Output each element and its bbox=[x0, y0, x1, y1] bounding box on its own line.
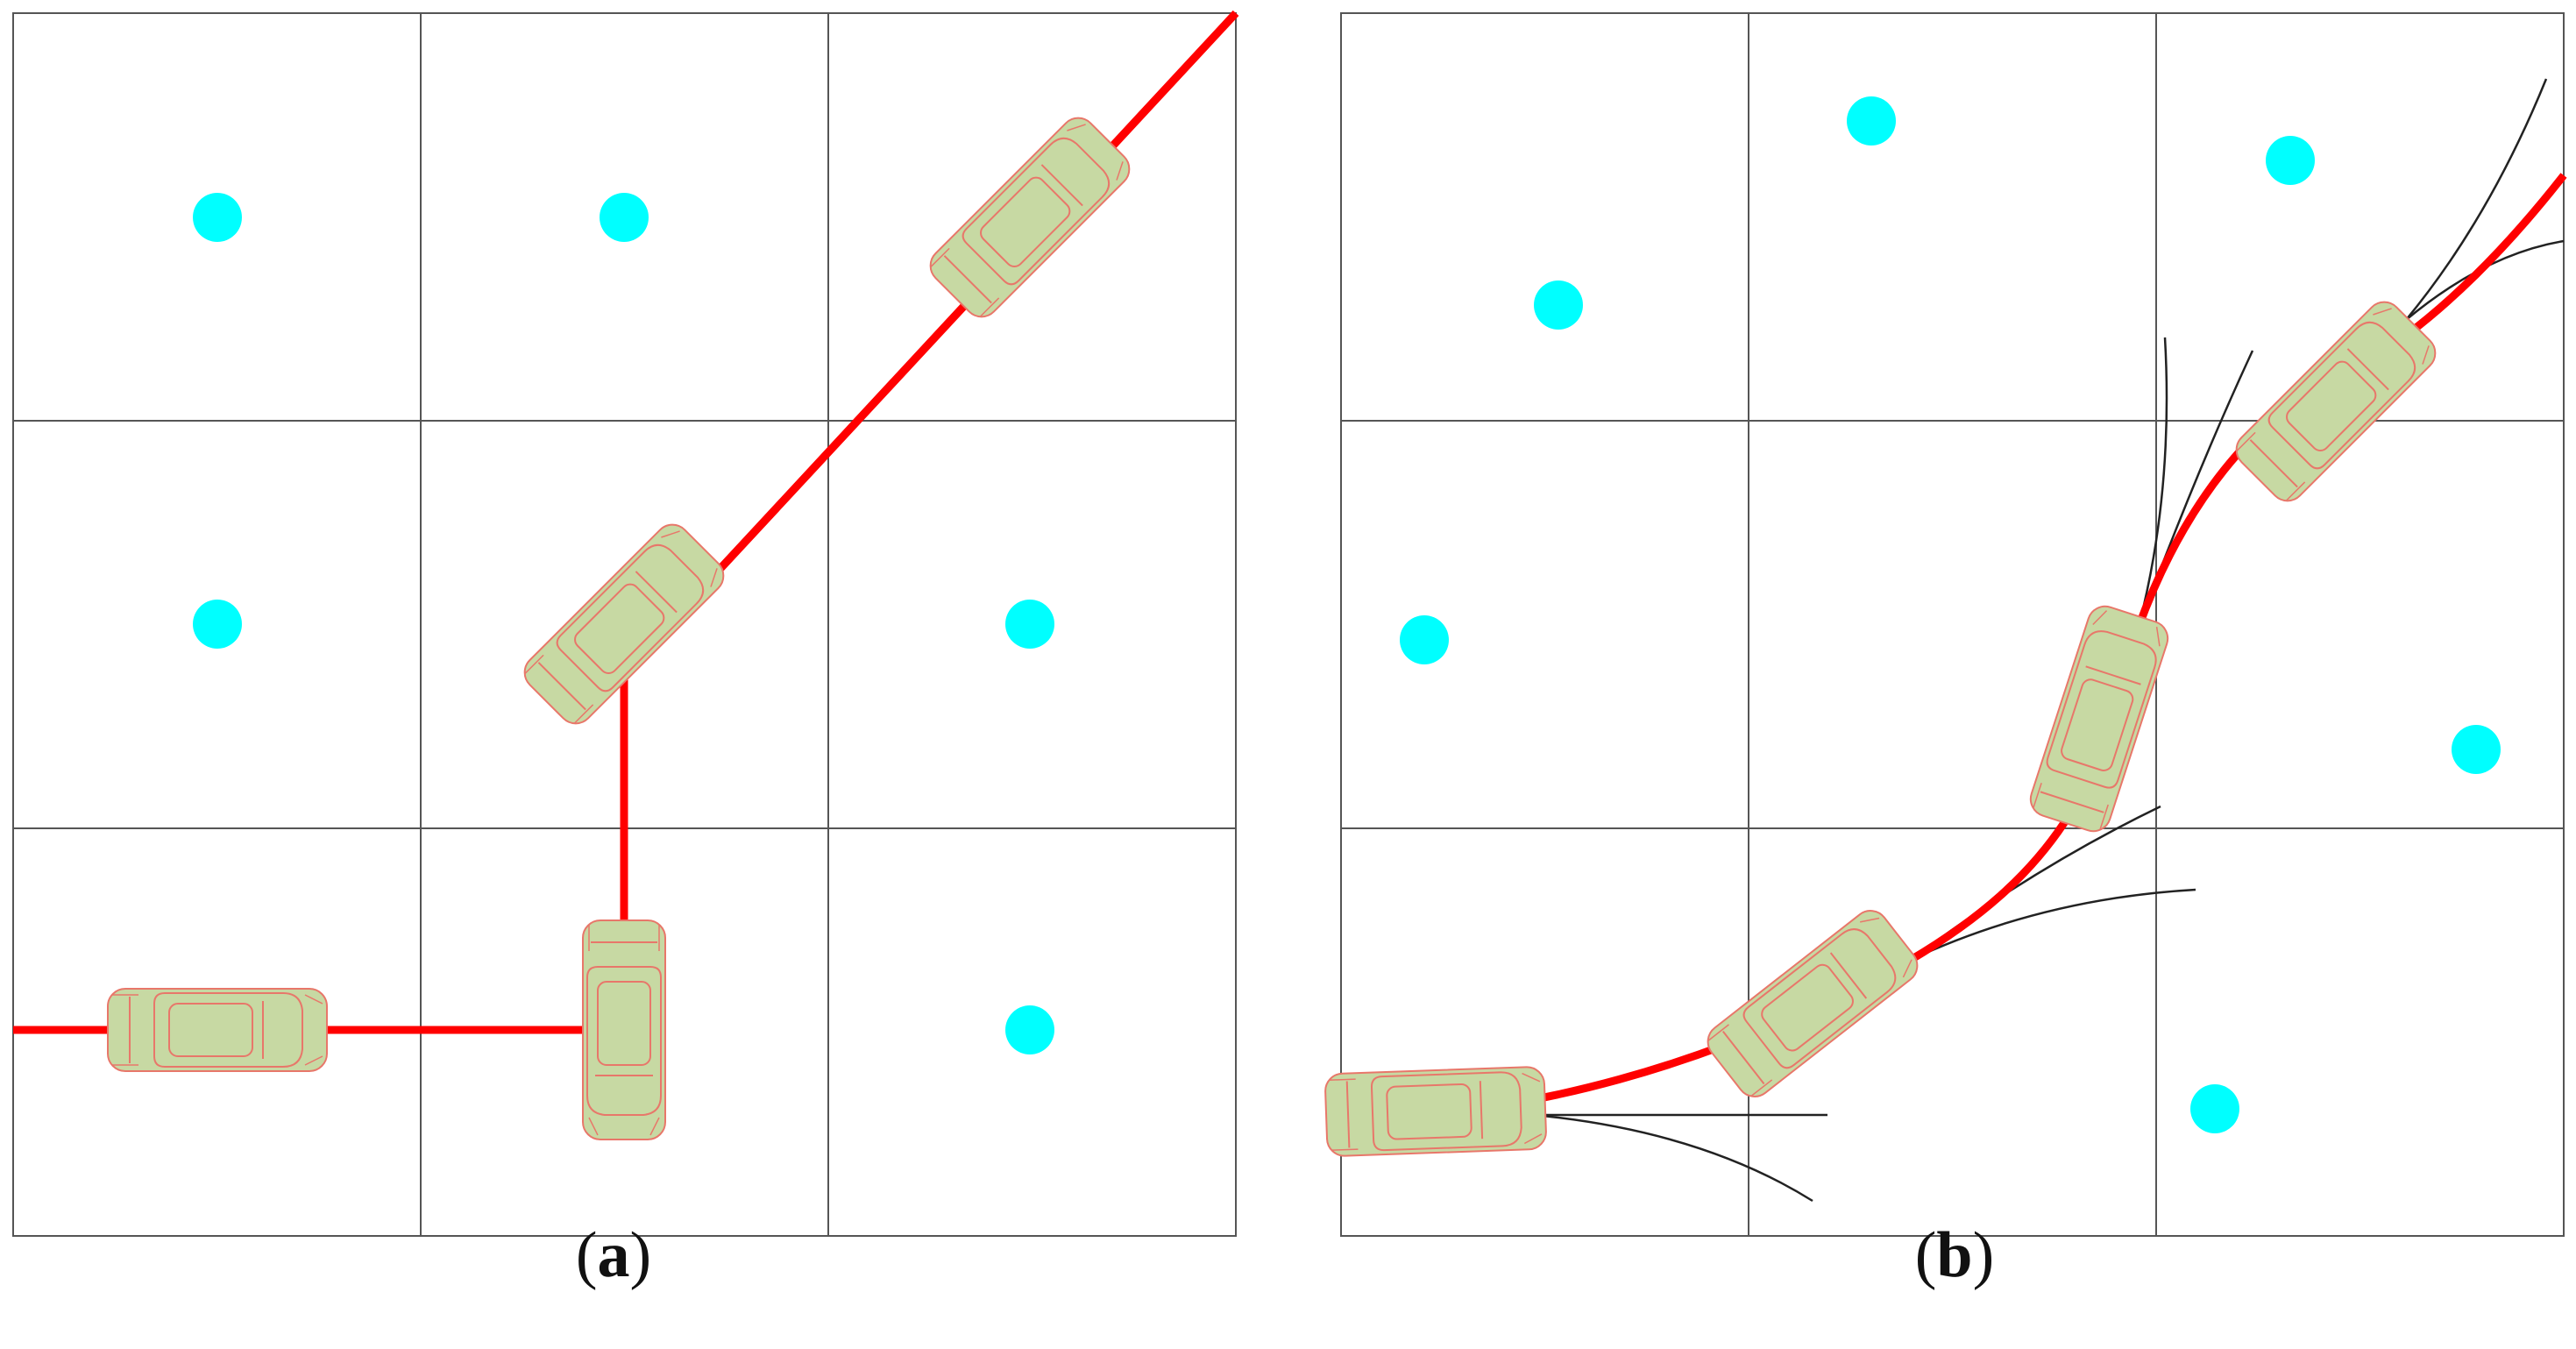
landmark bbox=[1400, 615, 1449, 664]
landmark bbox=[2452, 725, 2501, 774]
panel-b-vehicle-1 bbox=[1323, 1065, 1548, 1158]
landmark bbox=[600, 193, 649, 242]
panel-b-vehicle-2 bbox=[1700, 903, 1926, 1104]
panel-a-vehicle-1 bbox=[107, 988, 328, 1072]
panel-a bbox=[12, 10, 1239, 1237]
panel-b-candidate-trajectories bbox=[1533, 78, 2565, 1203]
panel-b-landmarks bbox=[1400, 96, 2501, 1133]
panel-a-vehicle-4 bbox=[922, 110, 1138, 325]
panel-b-caption: (b) bbox=[1914, 1219, 1995, 1291]
landmark bbox=[1005, 600, 1054, 649]
panel-b-grid bbox=[1340, 12, 2565, 1237]
landmark bbox=[1005, 1005, 1054, 1054]
panel-b-vehicle-4 bbox=[2228, 294, 2444, 509]
panel-a-vehicle-2 bbox=[582, 919, 666, 1140]
panel-b-vehicle-3 bbox=[2025, 600, 2174, 837]
panel-a-landmarks bbox=[193, 193, 1054, 1054]
landmark bbox=[2190, 1084, 2239, 1133]
landmark bbox=[2266, 136, 2315, 185]
landmark bbox=[1534, 280, 1583, 330]
panel-b bbox=[1323, 12, 2567, 1237]
landmark bbox=[1847, 96, 1896, 146]
panel-a-caption: (a) bbox=[575, 1219, 652, 1291]
panel-a-diagonal bbox=[621, 10, 1239, 676]
landmark bbox=[193, 600, 242, 649]
landmark bbox=[193, 193, 242, 242]
